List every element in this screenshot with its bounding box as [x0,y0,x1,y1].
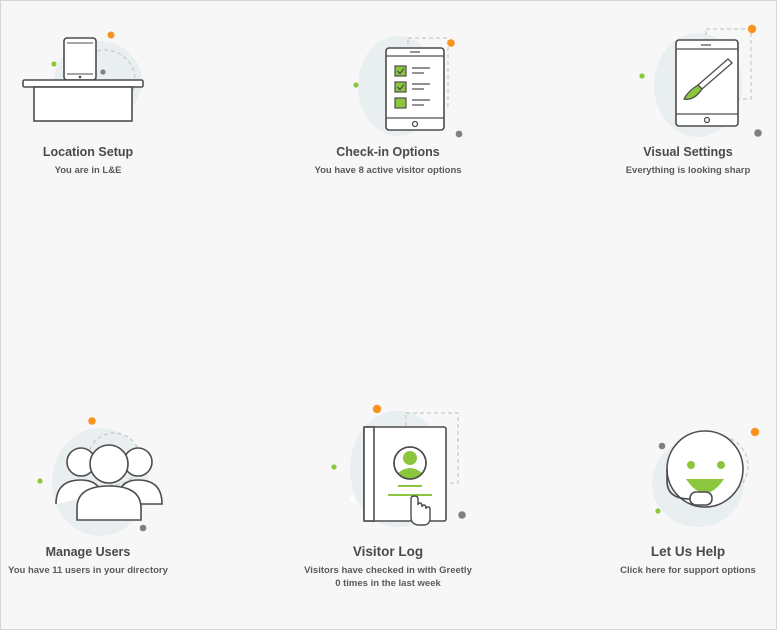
card-subtitle: You have 11 users in your directory [8,565,168,576]
card-subtitle: You have 8 active visitor options [314,165,462,176]
card-title: Visitor Log [352,544,424,559]
desk-phone-icon [22,31,144,122]
paintbrush-tablet-icon [639,24,762,137]
card-title: Check-in Options [336,145,440,159]
card-subtitle-line-2: 0 times in the last week [335,578,441,589]
card-title: Manage Users [45,545,131,559]
location-setup-card[interactable]: Location Setup You are in L&E [0,26,213,177]
visitor-log-book-icon [331,404,466,527]
support-headset-icon [652,427,760,527]
card-subtitle: Everything is looking sharp [625,165,751,176]
visitor-log-card[interactable]: Visitor Log Visitors have checked in wit… [263,401,513,590]
checklist-tablet-icon [353,36,463,138]
card-subtitle: Click here for support options [620,565,756,576]
users-group-icon [37,417,163,536]
card-title: Visual Settings [643,145,733,159]
check-in-options-card[interactable]: Check-in Options You have 8 active visit… [263,18,513,177]
card-subtitle-line-1: Visitors have checked in with Greetly [304,565,472,576]
card-title: Location Setup [42,145,134,159]
manage-users-card[interactable]: Manage Users You have 11 users in your d… [0,414,213,577]
let-us-help-card[interactable]: Let Us Help Click here for support optio… [563,421,777,577]
card-subtitle: You are in L&E [54,165,122,176]
visual-settings-card[interactable]: Visual Settings Everything is looking sh… [563,21,777,177]
card-title: Let Us Help [650,544,726,559]
